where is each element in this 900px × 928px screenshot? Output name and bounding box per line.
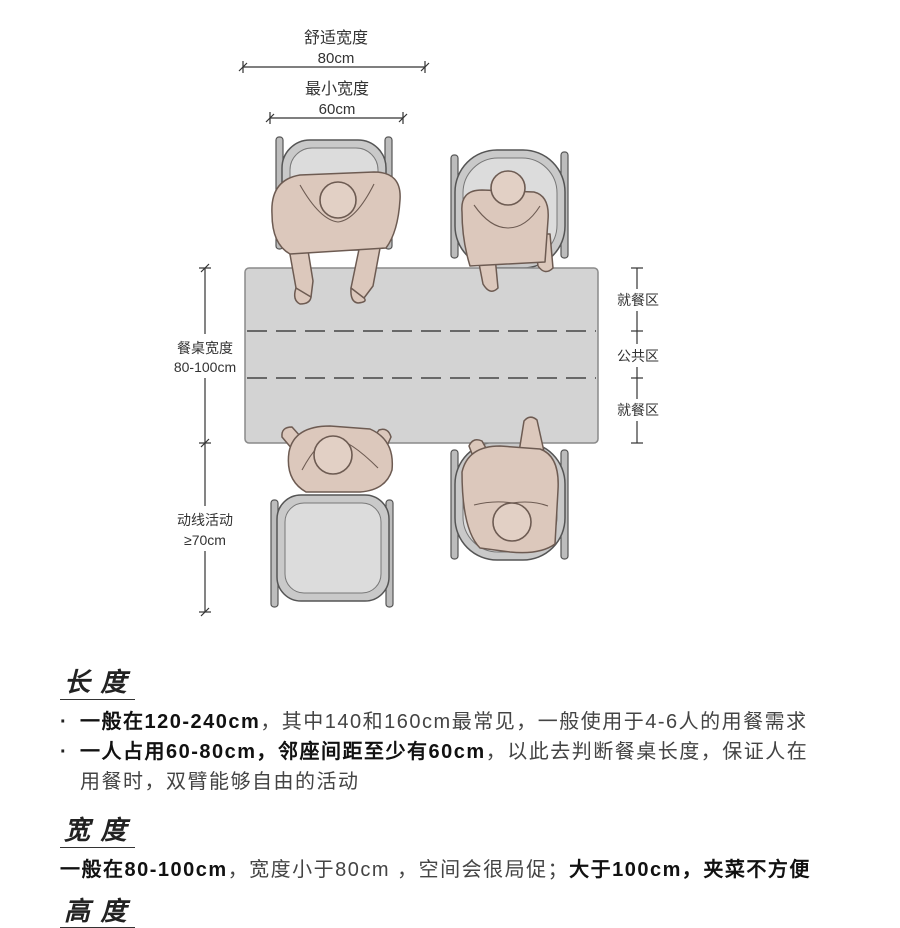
person-top-right	[461, 170, 554, 292]
dining-table-diagram: 舒适宽度 80cm 最小宽度 60cm 餐桌宽度 80-100cm 动线活动 ≥…	[174, 29, 659, 617]
table-width-label: 餐桌宽度	[177, 340, 233, 357]
min-width-label: 最小宽度	[305, 80, 369, 98]
width-heading: 宽 度	[60, 816, 135, 848]
length-bullet-2: · 一人占用60-80cm，邻座间距至少有60cm，以此去判断餐桌长度，保证人在	[60, 738, 808, 766]
dining-table	[244, 267, 599, 444]
comfort-width-slash-right	[420, 62, 430, 72]
bullet-marker: ·	[60, 711, 69, 733]
min-width-value: 60cm	[319, 101, 356, 118]
left-dim-slash	[200, 263, 210, 273]
length-bullet-2-text: ，以此去判断餐桌长度，保证人在	[485, 741, 809, 763]
width-description-bold-end: 大于100cm，夹菜不方便	[569, 859, 811, 881]
length-bullet-1-bold: 一般在120-240cm	[80, 711, 261, 733]
comfort-width-value: 80cm	[318, 50, 355, 67]
left-dim-slash	[200, 438, 210, 448]
length-bullet-2-bold: 一人占用60-80cm，邻座间距至少有60cm	[80, 741, 486, 763]
left-vertical-dimension: 餐桌宽度 80-100cm 动线活动 ≥70cm	[174, 263, 236, 617]
left-dim-slash	[200, 607, 210, 617]
person-torso	[461, 445, 559, 554]
height-heading: 高 度	[60, 898, 135, 928]
right-vertical-dimension: 就餐区 公共区 就餐区	[617, 267, 659, 444]
length-heading: 长 度	[60, 668, 135, 700]
min-width-slash-left	[265, 113, 275, 123]
width-description: 一般在80-100cm，宽度小于80cm ，空间会很局促；大于100cm，夹菜不…	[60, 856, 811, 884]
person-bottom-left	[281, 425, 394, 493]
person-arm	[518, 416, 546, 457]
zone-label-dining-bottom: 就餐区	[617, 403, 659, 419]
width-description-bold: 一般在80-100cm	[60, 859, 228, 881]
comfort-width-slash-left	[238, 62, 248, 72]
length-bullet-1-text: ，其中140和160cm最常见，一般使用于4-6人的用餐需求	[260, 711, 808, 733]
comfort-width-label: 舒适宽度	[304, 29, 368, 47]
person-head	[490, 170, 526, 206]
circulation-value: ≥70cm	[184, 532, 226, 548]
person-bottom-right	[461, 416, 559, 554]
person-hand	[350, 287, 366, 304]
person-head	[313, 435, 353, 475]
comfort-width-dimension: 舒适宽度 80cm	[238, 29, 430, 73]
person-shoulder-line	[473, 204, 541, 229]
min-width-dimension: 最小宽度 60cm	[265, 80, 408, 124]
table-top	[244, 267, 599, 444]
bullet-marker: ·	[60, 741, 69, 763]
table-width-value: 80-100cm	[174, 359, 236, 375]
circulation-label: 动线活动	[177, 513, 233, 529]
person-head	[319, 181, 357, 219]
chair-bottom-left	[270, 494, 394, 608]
min-width-slash-right	[398, 113, 408, 123]
person-head	[492, 502, 532, 542]
person-shoulder-line	[299, 183, 375, 223]
zone-label-shared: 公共区	[617, 349, 659, 365]
width-description-text: ，宽度小于80cm ，空间会很局促；	[227, 859, 570, 881]
zone-label-dining-top: 就餐区	[617, 293, 659, 309]
length-bullet-2-continuation: 用餐时，双臂能够自由的活动	[80, 771, 360, 793]
length-bullet-1: · 一般在120-240cm，其中140和160cm最常见，一般使用于4-6人的用…	[60, 708, 808, 736]
person-top-left	[271, 171, 401, 305]
chair-cushion	[284, 502, 382, 594]
person-hand	[293, 287, 312, 305]
